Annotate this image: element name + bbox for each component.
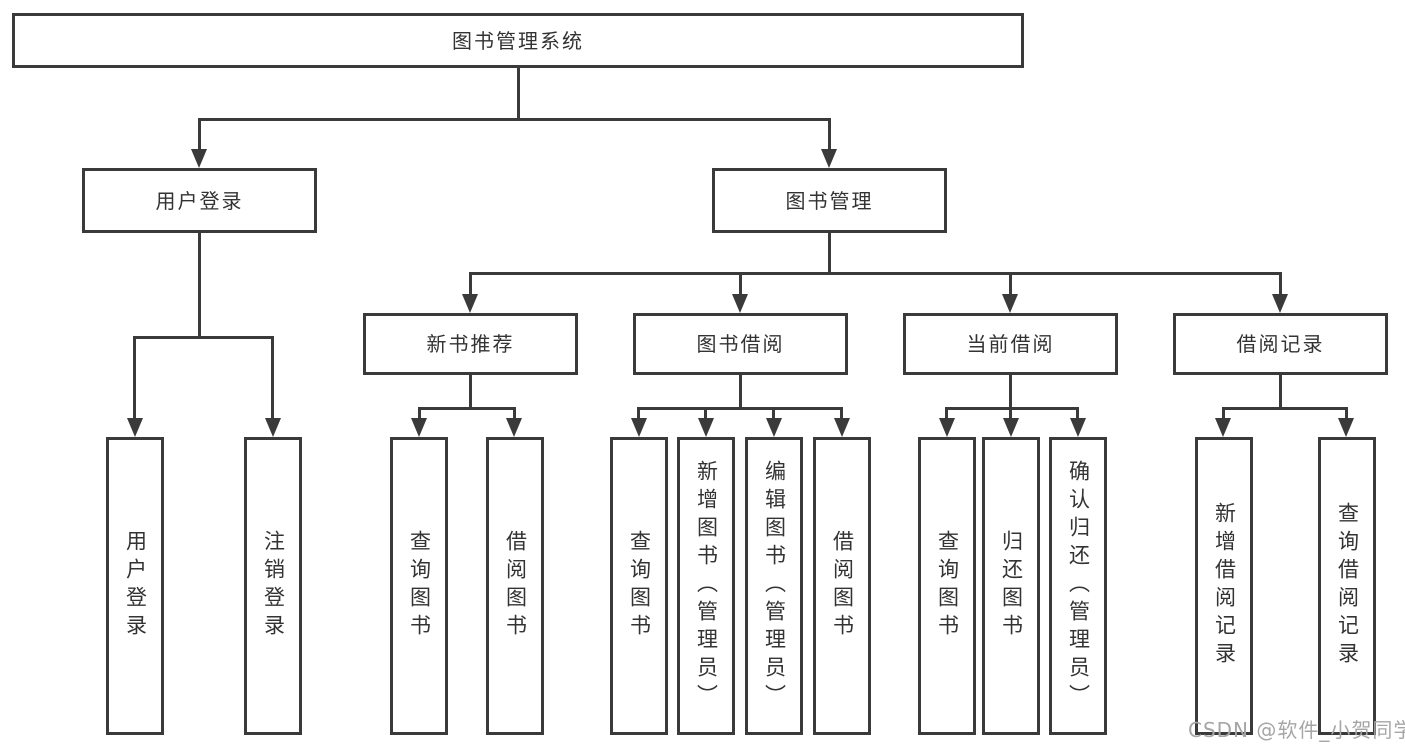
leaf-label: 编辑图书（管理员）	[762, 460, 787, 712]
leaf-query-books-current: 查询图书	[918, 437, 976, 735]
arrow-down-icon	[462, 294, 478, 313]
leaf-label: 新增图书（管理员）	[694, 460, 719, 712]
connector-stub	[840, 407, 843, 419]
leaf-query-borrow-record: 查询借阅记录	[1318, 437, 1376, 735]
arrow-down-icon	[127, 418, 143, 437]
node-book-management: 图书管理	[712, 168, 947, 233]
connector-stub	[513, 407, 516, 419]
arrow-down-icon	[1272, 294, 1288, 313]
leaf-user-login: 用户登录	[106, 437, 164, 735]
node-book-borrow: 图书借阅	[633, 313, 848, 375]
leaf-label: 归还图书	[999, 530, 1024, 642]
node-library-management-system: 图书管理系统	[12, 13, 1024, 68]
connector-stem	[739, 375, 742, 407]
connector-stub	[772, 407, 775, 419]
leaf-label: 查询借阅记录	[1335, 502, 1360, 670]
arrow-down-icon	[265, 418, 281, 437]
connector-user-login-stem	[198, 233, 201, 336]
connector-leaf-split	[637, 407, 843, 410]
connector-stub	[828, 118, 831, 151]
connector-stub	[1279, 272, 1282, 296]
connector-stem	[1009, 375, 1012, 407]
arrow-down-icon	[698, 418, 714, 437]
connector-stub	[271, 336, 274, 420]
connector-stub	[1009, 272, 1012, 296]
arrow-down-icon	[506, 418, 522, 437]
leaf-label: 确认归还（管理员）	[1066, 460, 1091, 712]
node-user-login: 用户登录	[82, 168, 317, 233]
arrow-down-icon	[631, 418, 647, 437]
connector-leaf-split	[418, 407, 516, 410]
connector-level2-split	[198, 118, 831, 121]
leaf-borrow-books-recommend: 借阅图书	[486, 437, 544, 735]
arrow-down-icon	[834, 418, 850, 437]
connector-stub	[739, 272, 742, 296]
leaf-add-borrow-record: 新增借阅记录	[1195, 437, 1253, 735]
leaf-label: 用户登录	[123, 530, 148, 642]
leaf-borrow-books: 借阅图书	[813, 437, 871, 735]
leaf-label: 借阅图书	[830, 530, 855, 642]
arrow-down-icon	[191, 149, 207, 168]
leaf-label: 查询图书	[627, 530, 652, 642]
node-label: 当前借阅	[966, 332, 1055, 356]
connector-stub	[133, 336, 136, 420]
arrow-down-icon	[1002, 294, 1018, 313]
connector-stub	[1076, 407, 1079, 419]
connector-stub	[704, 407, 707, 419]
connector-stub	[469, 272, 472, 296]
connector-stub	[1345, 407, 1348, 419]
connector-level3-split	[469, 272, 1282, 275]
leaf-label: 新增借阅记录	[1212, 502, 1237, 670]
arrow-down-icon	[1215, 418, 1231, 437]
leaf-confirm-return-admin: 确认归还（管理员）	[1049, 437, 1107, 735]
connector-stub	[1222, 407, 1225, 419]
leaf-label: 查询图书	[935, 530, 960, 642]
leaf-label: 注销登录	[261, 530, 286, 642]
connector-stub	[637, 407, 640, 419]
connector-stub	[418, 407, 421, 419]
node-label: 图书管理	[785, 188, 874, 213]
connector-book-mgmt-stem	[828, 233, 831, 272]
arrow-down-icon	[1338, 418, 1354, 437]
node-current-borrow: 当前借阅	[903, 313, 1118, 375]
node-label: 用户登录	[155, 188, 244, 213]
leaf-query-books-borrow: 查询图书	[610, 437, 668, 735]
connector-root-stem	[517, 68, 520, 118]
arrow-down-icon	[821, 149, 837, 168]
node-label: 借阅记录	[1236, 332, 1325, 356]
node-label: 新书推荐	[426, 332, 515, 356]
leaf-add-book-admin: 新增图书（管理员）	[677, 437, 735, 735]
connector-stem	[469, 375, 472, 407]
leaf-edit-book-admin: 编辑图书（管理员）	[745, 437, 803, 735]
connector-stub	[945, 407, 948, 419]
connector-leaf-split	[1222, 407, 1348, 410]
node-new-book-recommend: 新书推荐	[363, 313, 578, 375]
arrow-down-icon	[939, 418, 955, 437]
connector-stub	[1009, 407, 1012, 419]
arrow-down-icon	[411, 418, 427, 437]
arrow-down-icon	[1070, 418, 1086, 437]
node-label: 图书借阅	[696, 332, 785, 356]
connector-user-login-split	[134, 336, 274, 339]
watermark: CSDN @软件_小贺同学	[1188, 718, 1405, 742]
leaf-query-books-recommend: 查询图书	[390, 437, 448, 735]
connector-leaf-split	[945, 407, 1079, 410]
leaf-return-book: 归还图书	[982, 437, 1040, 735]
leaf-logout: 注销登录	[244, 437, 302, 735]
arrow-down-icon	[732, 294, 748, 313]
node-borrow-records: 借阅记录	[1173, 313, 1388, 375]
arrow-down-icon	[766, 418, 782, 437]
leaf-label: 查询图书	[407, 530, 432, 642]
arrow-down-icon	[1003, 418, 1019, 437]
node-label: 图书管理系统	[452, 28, 584, 53]
connector-stem	[1279, 375, 1282, 407]
leaf-label: 借阅图书	[503, 530, 528, 642]
connector-stub	[198, 118, 201, 151]
